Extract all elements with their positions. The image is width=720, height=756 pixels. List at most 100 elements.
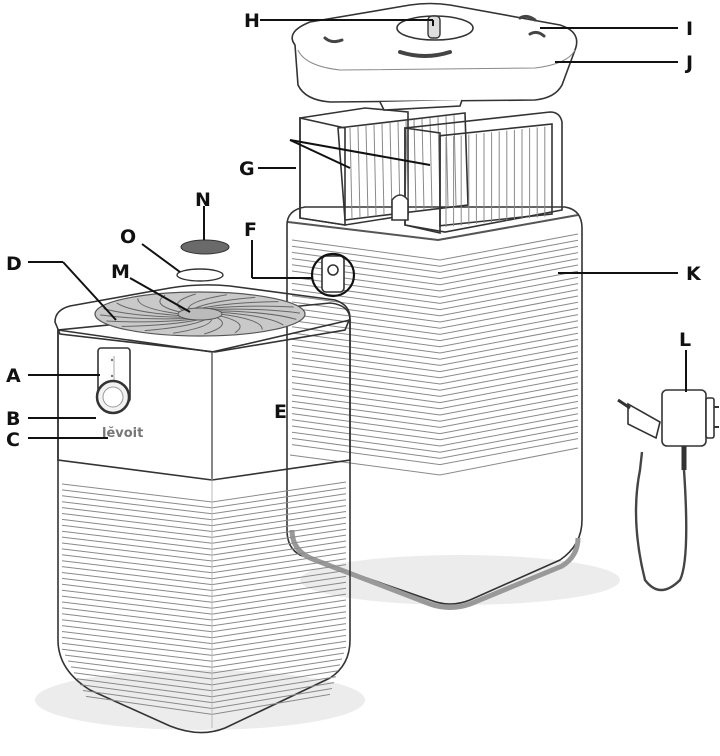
label-k: K [686,263,702,285]
front-grille-line [61,605,347,627]
left-filter-pleat [413,119,417,212]
power-adapter [617,389,719,592]
rear-grille-line [291,431,579,459]
front-grille-line [61,505,347,527]
front-grille-line [61,516,347,538]
filter-left-side [299,117,346,226]
rear-grille-line [291,376,579,404]
front-grille-line [61,617,347,639]
left-filter-pleat [373,124,377,217]
swirl-line [144,318,207,332]
rear-grille-line [291,438,579,466]
front-grille-line [61,587,347,609]
leader-g-right [289,139,431,166]
left-filter-pleat [381,123,385,216]
rear-grille-line [291,320,579,348]
rear-grille-line [291,382,579,410]
front-grille-line [61,623,347,645]
front-unit: lĕvoit [35,284,365,734]
label-j: J [684,52,693,74]
filter-right [404,111,563,233]
leader-m [129,277,191,313]
swirl-line [116,302,182,317]
top-cover-slot-right [518,14,537,22]
power-button [102,386,124,408]
front-grille-line [61,481,347,503]
swirl-line [100,314,189,320]
leader-g-left [289,139,351,169]
label-a: A [6,365,21,387]
front-grille-line [61,599,347,621]
label-i: I [686,18,693,40]
right-filter-lines [445,126,546,227]
swirl-line [106,318,194,323]
swirl-line [137,298,181,315]
front-housing [57,302,351,734]
label-d: D [6,253,22,275]
top-cover [291,2,578,111]
adapter-dc-plug [627,402,661,440]
label-c: C [6,429,20,451]
brand-logo: lĕvoit [102,426,143,441]
rear-grille-line [291,394,579,422]
front-grille-line [61,646,347,668]
label-e: E [274,401,287,423]
rear-grille-line [291,326,579,354]
front-grille-line [61,528,347,550]
rear-grille-line [291,314,579,342]
top-cover-hinge [379,99,463,111]
label-f: F [244,219,257,241]
rear-grille-bottom-edge [289,447,579,476]
front-grille-line [61,593,347,615]
rear-grille-line [291,407,579,435]
swirl-line [199,301,279,309]
adapter-dc-tip [617,398,631,410]
filter-left-media [337,112,469,221]
rear-grille-line [291,419,579,447]
rear-grille-line [291,413,579,441]
top-cover-edge [297,49,576,71]
label-h: H [244,10,260,32]
rear-grille-line [291,283,579,311]
rear-grille-line [291,363,579,391]
leader-lines [28,19,687,439]
highlight-circle [310,252,356,298]
front-grille-line [61,487,347,509]
rear-grille-line [291,357,579,385]
front-grille-line [61,581,347,603]
swirl-line [121,319,201,327]
adapter-plug-face [705,397,715,439]
rear-grille-line [291,301,579,329]
front-grille-line [61,634,347,656]
filter-center-post [391,194,409,221]
front-grille-line [61,493,347,515]
swirl-line [216,310,297,320]
top-cover-latch [427,15,441,39]
filter-right-media [439,123,553,227]
leader-d-diagonal [62,261,117,321]
swirl-line [218,315,241,334]
left-filter-pleat [429,117,433,210]
label-m: M [111,261,130,283]
rear-grille-line [291,425,579,453]
rear-grille-line [291,400,579,428]
adapter-body [661,389,707,447]
swirl-line [219,313,263,330]
seal-ring [176,268,224,282]
pre-filter-pad [180,239,230,255]
rear-unit-shadow [300,555,620,605]
top-cover-slot-corner [528,30,546,38]
label-n: N [195,189,211,211]
rear-grille-line [291,338,579,366]
top-cover-shell [291,2,578,103]
front-unit-shadow [35,670,365,730]
swirl-line [103,308,184,318]
rear-housing-rim [287,214,579,242]
label-b: B [6,408,20,430]
front-control-panel [57,329,213,481]
left-filter-pleat [405,120,409,213]
front-grille-line [61,640,347,662]
left-filter-pleat [365,125,369,218]
